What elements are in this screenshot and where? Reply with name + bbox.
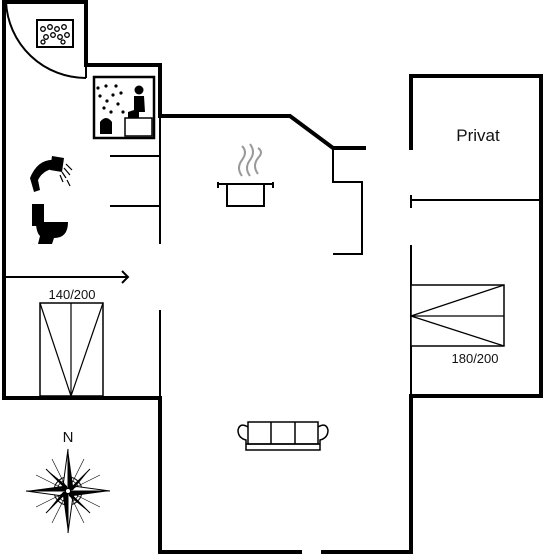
toilet-icon — [32, 204, 68, 244]
whirlpool-icon — [36, 19, 74, 48]
sofa-icon — [237, 421, 329, 451]
bed-left — [39, 302, 104, 397]
compass-rose-icon — [25, 448, 111, 534]
compass-north-label: N — [63, 429, 74, 446]
shower-icon — [30, 156, 73, 192]
whirlpool-door-arc — [5, 1, 87, 80]
cooking-pot-icon — [217, 143, 274, 207]
bed-right — [410, 284, 505, 347]
bed-left-size: 140/200 — [49, 287, 96, 302]
sauna-icon — [92, 75, 156, 140]
room-label-privat: Privat — [456, 126, 500, 145]
bed-right-size: 180/200 — [452, 351, 499, 366]
